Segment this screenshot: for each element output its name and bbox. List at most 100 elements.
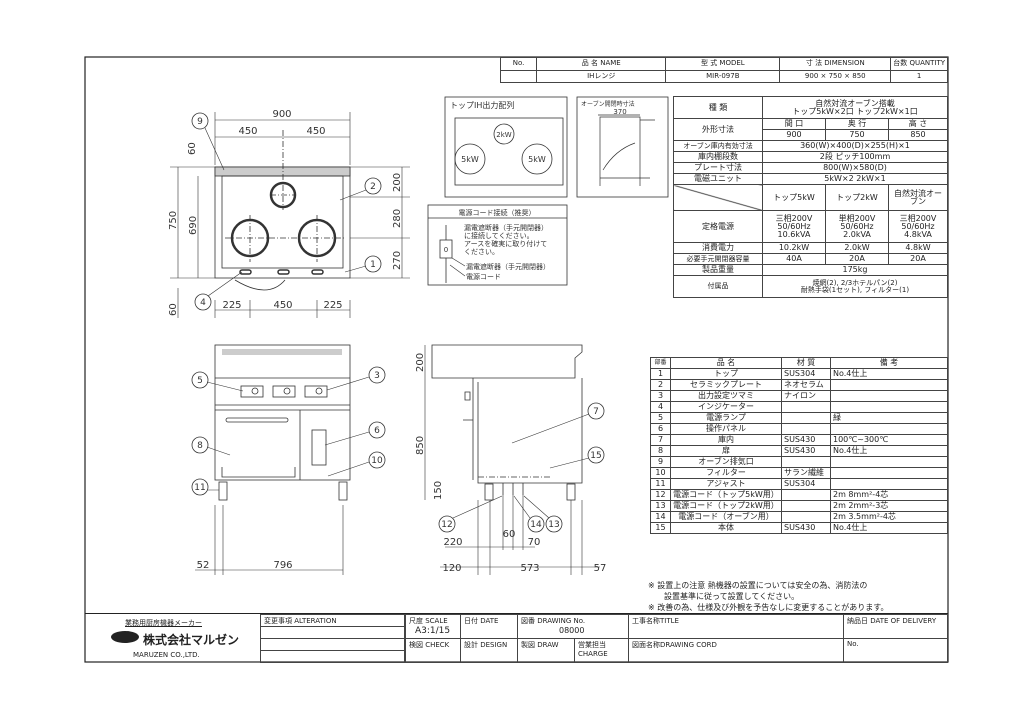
consume-oven: 4.8kW bbox=[888, 242, 948, 254]
part-material: ナイロン bbox=[781, 390, 831, 402]
balloon-4: 4 bbox=[200, 298, 206, 308]
part-no: 10 bbox=[650, 467, 671, 479]
alteration-row-3 bbox=[260, 650, 405, 663]
switch-mark: 0 bbox=[444, 246, 448, 254]
dim-r3: 270 bbox=[392, 251, 403, 270]
part-material bbox=[781, 489, 831, 501]
part-remarks: 2m 8mm²-4芯 bbox=[830, 489, 948, 501]
power-top5-kva: 10.6kVA bbox=[777, 229, 811, 239]
part-name: アジャスト bbox=[670, 478, 782, 490]
col-no: No. bbox=[499, 57, 538, 71]
part-remarks bbox=[830, 390, 948, 402]
part-material: ネオセラム bbox=[781, 379, 831, 391]
company-name-en: MARUZEN CO.,LTD. bbox=[133, 651, 200, 659]
part-remarks bbox=[830, 456, 948, 468]
balloon-6: 6 bbox=[374, 426, 380, 436]
oven-open-box: オーブン開閉時寸法 370 bbox=[576, 96, 669, 198]
date-label: 日付 DATE bbox=[460, 614, 518, 639]
dim-b3: 225 bbox=[323, 300, 342, 311]
parts-head-remarks: 備 考 bbox=[830, 357, 948, 369]
dim-220: 220 bbox=[443, 537, 462, 548]
dim-half-left: 450 bbox=[238, 126, 257, 137]
balloon-7: 7 bbox=[593, 407, 599, 417]
balloon-15: 15 bbox=[590, 451, 601, 461]
spec-outer-d: 750 bbox=[825, 129, 889, 141]
spec-diagonal-cell bbox=[673, 184, 763, 211]
power-oven-kva: 4.8kVA bbox=[904, 229, 932, 239]
part-material bbox=[781, 500, 831, 512]
dim-b2: 450 bbox=[273, 300, 292, 311]
top-view: 900 450 450 60 750 690 200 280 270 60 22… bbox=[168, 109, 410, 318]
spec-head-top5: トップ5kW bbox=[762, 184, 826, 211]
cord-note-1: 漏電遮断器（手元開閉器） bbox=[464, 223, 548, 232]
part-no: 1 bbox=[650, 368, 671, 380]
spec-outer-head-w: 間 口 bbox=[762, 118, 826, 130]
part-no: 4 bbox=[650, 401, 671, 413]
part-no: 15 bbox=[650, 522, 671, 534]
spec-power-label: 定格電源 bbox=[673, 210, 763, 243]
spec-weight-label: 製品重量 bbox=[673, 264, 763, 276]
dim-back: 60 bbox=[187, 142, 198, 155]
delivery-label: 納品日 DATE OF DELIVERY bbox=[843, 614, 948, 639]
spec-unit-label: 電磁ユニット bbox=[673, 173, 763, 185]
part-name: 電源コード（トップ5kW用） bbox=[670, 489, 782, 501]
balloon-14: 14 bbox=[530, 520, 542, 530]
spec-shelf-label: 庫内棚段数 bbox=[673, 151, 763, 163]
dim-57: 57 bbox=[594, 563, 607, 574]
col-name: 品 名 NAME bbox=[536, 57, 667, 71]
part-remarks: No.4仕上 bbox=[830, 522, 948, 534]
drawing-no-label: 図番 DRAWING No. bbox=[521, 617, 586, 625]
part-no: 5 bbox=[650, 412, 671, 424]
part-remarks: 緑 bbox=[830, 412, 948, 424]
part-remarks bbox=[830, 467, 948, 479]
parts-head-name: 品 名 bbox=[670, 357, 782, 369]
breaker-label: 漏電遮断器（手元開閉器） bbox=[466, 262, 550, 271]
part-remarks: 100℃~300℃ bbox=[830, 434, 948, 446]
dim-60: 60 bbox=[503, 529, 516, 540]
balloon-9: 9 bbox=[197, 117, 203, 127]
power-top2-phase: 単相200V bbox=[838, 213, 876, 223]
col-quantity: 台数 QUANTITY bbox=[890, 57, 948, 71]
balloon-2: 2 bbox=[370, 182, 376, 192]
cord-connection-box: 電源コード接続（推奨） 0 漏電遮断器（手元開閉器） に接続してください。 アー… bbox=[427, 204, 568, 286]
cord-note-2: に接続してください。 bbox=[464, 231, 534, 240]
company-logo-mark bbox=[111, 631, 139, 643]
power-top2-hz: 50/60Hz bbox=[840, 221, 874, 231]
part-remarks bbox=[830, 379, 948, 391]
spec-head-top2: トップ2kW bbox=[825, 184, 889, 211]
part-no: 11 bbox=[650, 478, 671, 490]
part-no: 2 bbox=[650, 379, 671, 391]
dim-front-left: 52 bbox=[197, 560, 210, 571]
balloon-1: 1 bbox=[370, 260, 376, 270]
cord-note-3: アースを確実に取り付けて bbox=[464, 239, 547, 248]
spec-unit-value: 5kW×2 2kW×1 bbox=[762, 173, 948, 185]
spec-acc-1: 焼網(2), 2/3ホテルパン(2) bbox=[812, 278, 898, 287]
company-name: 株式会社マルゼン bbox=[143, 633, 240, 647]
part-no: 14 bbox=[650, 511, 671, 523]
balloon-12: 12 bbox=[441, 520, 452, 530]
part-material: サラン繊維 bbox=[781, 467, 831, 479]
breaker-top2: 20A bbox=[825, 253, 889, 265]
dim-inner: 690 bbox=[188, 216, 199, 235]
part-remarks: No.4仕上 bbox=[830, 368, 948, 380]
scale-value: A3:1/15 bbox=[415, 626, 451, 636]
balloon-13: 13 bbox=[548, 520, 559, 530]
draw-label: 製図 DRAW bbox=[517, 638, 575, 663]
spec-consume-label: 消費電力 bbox=[673, 242, 763, 254]
part-material: SUS304 bbox=[781, 368, 831, 380]
part-name: 電源コード（オーブン用） bbox=[670, 511, 782, 523]
dim-120: 120 bbox=[442, 563, 461, 574]
part-material bbox=[781, 401, 831, 413]
part-name: インジケーター bbox=[670, 401, 782, 413]
dim-side-leg: 150 bbox=[433, 481, 444, 500]
